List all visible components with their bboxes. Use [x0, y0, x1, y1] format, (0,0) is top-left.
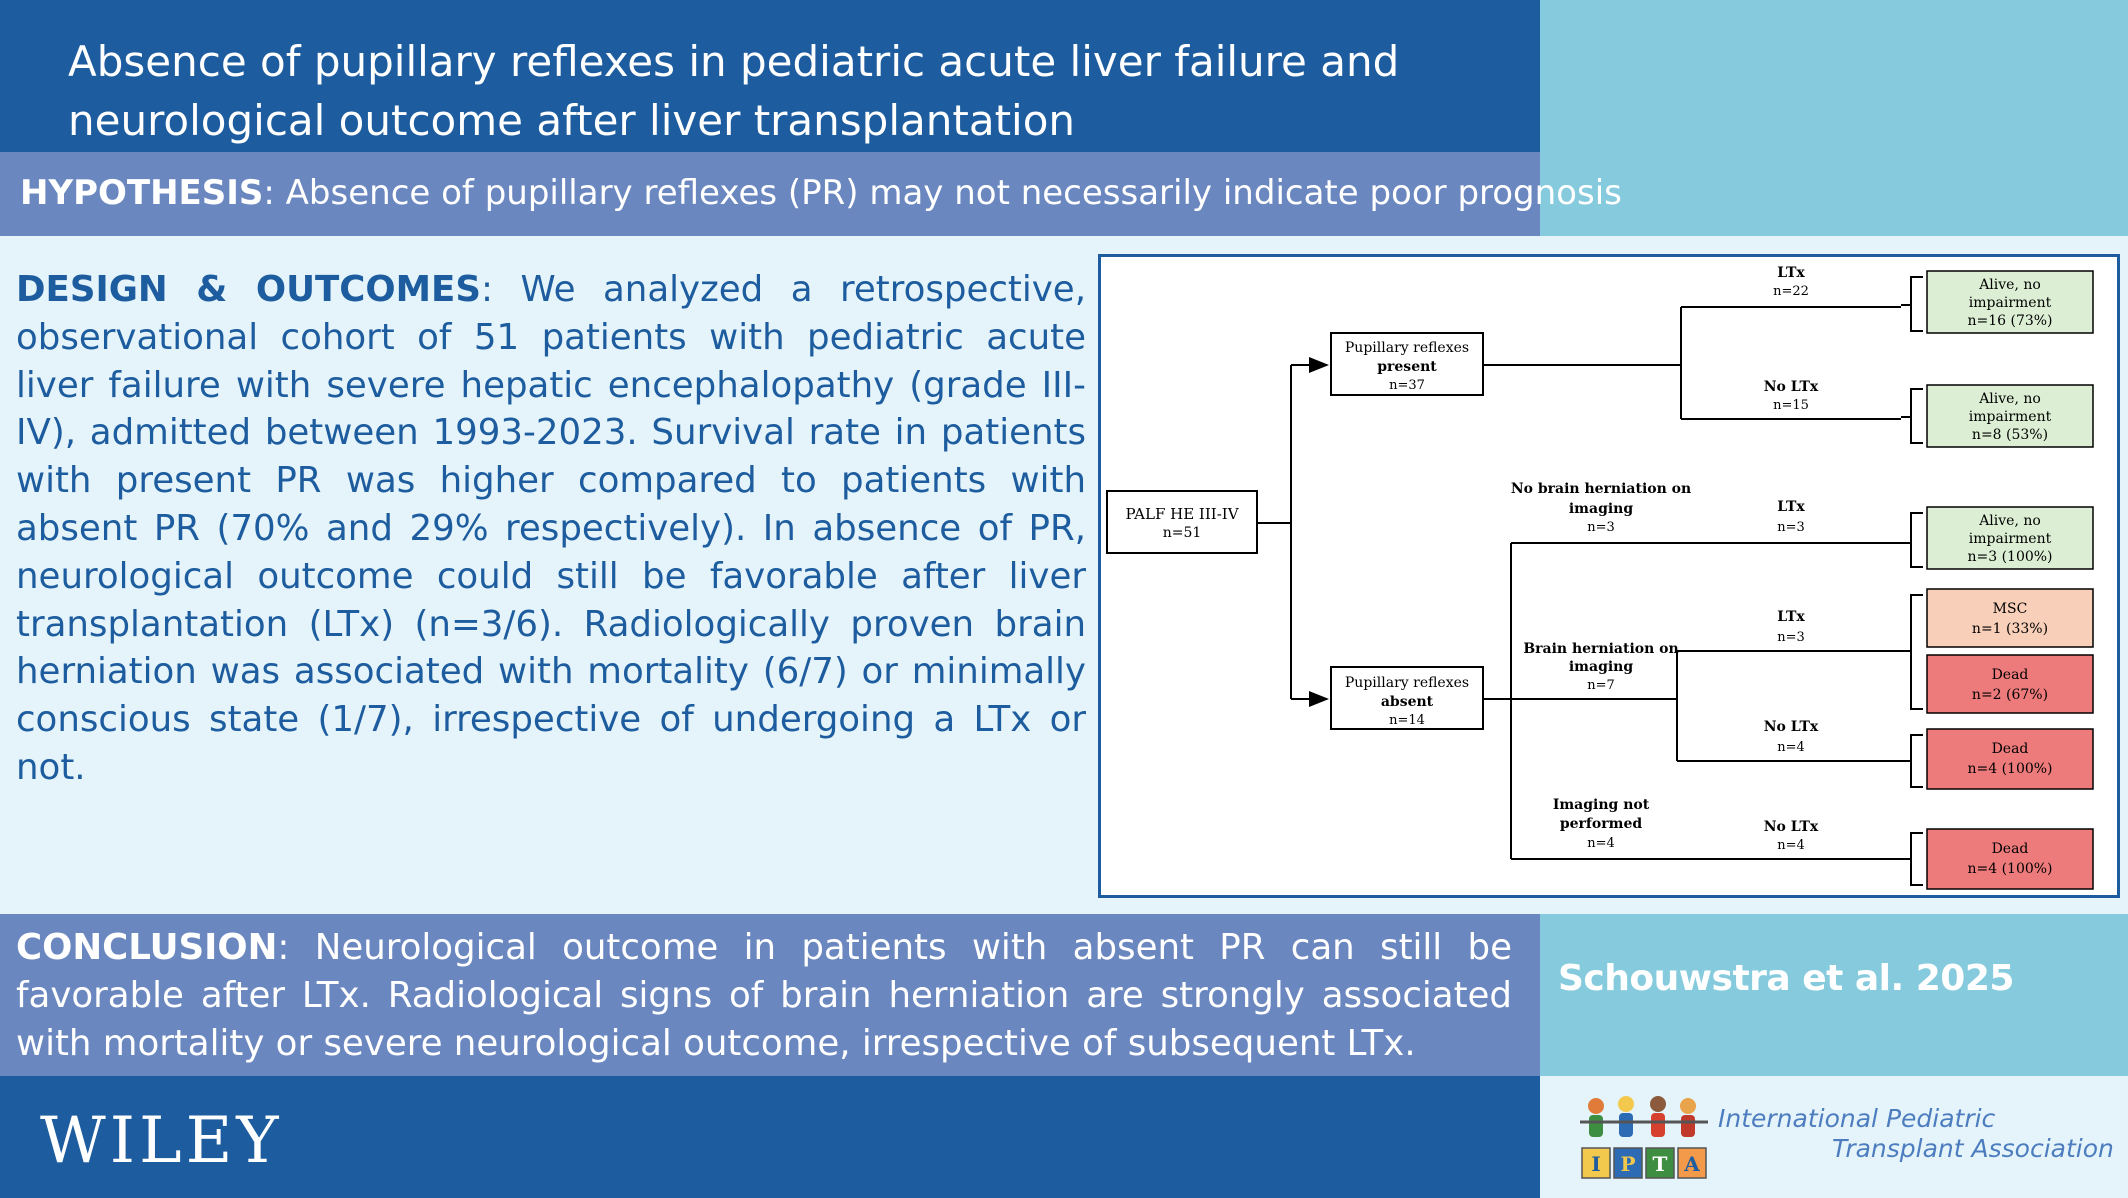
outcome-3-line-1: Alive, no [1978, 513, 2041, 529]
no-herniation-count: n=3 [1587, 520, 1615, 535]
outcome-1-line-1: Alive, no [1978, 277, 2041, 293]
absent-node: Pupillary reflexes absent n=14 [1330, 666, 1484, 730]
branch-ltx-noherniation-count: n=3 [1777, 520, 1805, 535]
outcome-1-line-3: n=16 (73%) [1967, 313, 2052, 329]
outcome-2-line-3: n=8 (53%) [1972, 427, 2048, 443]
outcome-1-line-2: impairment [1969, 295, 2052, 311]
herniation-label-2: imaging [1569, 659, 1633, 675]
root-label: PALF HE III-IV [1125, 505, 1239, 523]
ipta-letter-p: P [1620, 1152, 1635, 1176]
branch-noltx-herniation-label: No LTx [1764, 719, 1819, 735]
present-node: Pupillary reflexes present n=37 [1330, 332, 1484, 396]
outcome-4-line-2: n=1 (33%) [1972, 621, 2048, 637]
conclusion-label: CONCLUSION [16, 927, 278, 968]
outcome-3-line-2: impairment [1969, 531, 2052, 547]
outcome-alive-2: Alive, no impairment n=8 (53%) [1926, 384, 2094, 448]
branch-ltx-present-count: n=22 [1773, 284, 1809, 299]
publisher-logo: WILEY [40, 1104, 283, 1178]
ipta-letter-i: I [1591, 1152, 1600, 1176]
conclusion-banner [0, 914, 1540, 1076]
title-banner [0, 0, 1540, 152]
herniation-count: n=7 [1587, 678, 1615, 693]
absent-count: n=14 [1389, 713, 1425, 728]
outcome-7-line-2: n=4 (100%) [1967, 861, 2052, 877]
citation: Schouwstra et al. 2025 [1558, 958, 2014, 999]
not-performed-count: n=4 [1587, 836, 1615, 851]
citation-panel [1540, 914, 2128, 1076]
ipta-name-line-2: Transplant Association [1832, 1134, 2114, 1163]
root-count: n=51 [1163, 525, 1202, 541]
hypothesis-text: HYPOTHESIS: Absence of pupillary reflexe… [20, 168, 1622, 218]
conclusion-body: : Neurological outcome in patients with … [16, 927, 1512, 1064]
outcome-2-line-1: Alive, no [1978, 391, 2041, 407]
no-herniation-label-2: imaging [1569, 501, 1633, 517]
ipta-letter-a: A [1683, 1152, 1700, 1176]
branch-noltx-present-label: No LTx [1764, 379, 1819, 395]
conclusion-text: CONCLUSION: Neurological outcome in pati… [16, 924, 1512, 1068]
branch-ltx-herniation-label: LTx [1777, 609, 1805, 625]
outcome-dead-2: Dead n=4 (100%) [1926, 728, 2094, 790]
present-status: present [1377, 359, 1437, 375]
branch-noltx-notperformed-label: No LTx [1764, 819, 1819, 835]
outcome-5-line-2: n=2 (67%) [1972, 687, 2048, 703]
absent-label: Pupillary reflexes [1345, 675, 1469, 691]
outcome-6-line-2: n=4 (100%) [1967, 761, 2052, 777]
absent-status: absent [1381, 694, 1434, 710]
outcome-4-line-1: MSC [1993, 601, 2028, 617]
outcome-alive-1: Alive, no impairment n=16 (73%) [1926, 270, 2094, 334]
outcome-2-line-2: impairment [1969, 409, 2052, 425]
outcome-6-line-1: Dead [1992, 741, 2029, 757]
hypothesis-banner [0, 152, 1540, 236]
hypothesis-body: : Absence of pupillary reflexes (PR) may… [263, 173, 1622, 213]
design-label: DESIGN & OUTCOMES [16, 269, 481, 310]
hypothesis-label: HYPOTHESIS [20, 173, 264, 213]
outcome-dead-1: Dead n=2 (67%) [1926, 654, 2094, 714]
top-right-panel [1540, 0, 2128, 240]
design-body: : We analyzed a retrospective, observati… [16, 269, 1086, 788]
outcome-7-line-1: Dead [1992, 841, 2029, 857]
branch-ltx-present-label: LTx [1777, 265, 1805, 281]
branch-noltx-notperformed-count: n=4 [1777, 838, 1805, 853]
footer-banner [0, 1076, 1540, 1198]
not-performed-label: Imaging not [1553, 797, 1650, 813]
outcome-5-line-1: Dead [1992, 667, 2029, 683]
title-line-2: neurological outcome after liver transpl… [68, 96, 1076, 145]
ipta-name-line-1: International Pediatric [1718, 1104, 1996, 1133]
poster-title: Absence of pupillary reflexes in pediatr… [68, 32, 1508, 150]
root-node: PALF HE III-IV n=51 [1106, 490, 1258, 554]
title-line-1: Absence of pupillary reflexes in pediatr… [68, 37, 1400, 86]
present-label: Pupillary reflexes [1345, 340, 1469, 356]
flowchart: PALF HE III-IV n=51 Pupillary reflexes p… [1106, 265, 2094, 890]
connector-lines [1257, 276, 1923, 886]
outcome-3-line-3: n=3 (100%) [1967, 549, 2052, 565]
not-performed-label-2: performed [1560, 816, 1643, 832]
present-count: n=37 [1389, 378, 1425, 393]
ipta-logo-icon: I P T A [1580, 1096, 1708, 1179]
branch-ltx-noherniation-label: LTx [1777, 499, 1805, 515]
flowchart-frame: PALF HE III-IV n=51 Pupillary reflexes p… [1098, 254, 2120, 898]
design-outcomes-text: DESIGN & OUTCOMES: We analyzed a retrosp… [16, 266, 1086, 792]
herniation-label: Brain herniation on [1523, 641, 1678, 657]
outcome-msc: MSC n=1 (33%) [1926, 588, 2094, 648]
branch-ltx-herniation-count: n=3 [1777, 630, 1805, 645]
branch-noltx-present-count: n=15 [1773, 398, 1809, 413]
outcome-dead-3: Dead n=4 (100%) [1926, 828, 2094, 890]
ipta-letter-t: T [1653, 1152, 1668, 1176]
outcome-alive-3: Alive, no impairment n=3 (100%) [1926, 506, 2094, 570]
no-herniation-label: No brain herniation on [1511, 481, 1691, 497]
branch-noltx-herniation-count: n=4 [1777, 740, 1805, 755]
